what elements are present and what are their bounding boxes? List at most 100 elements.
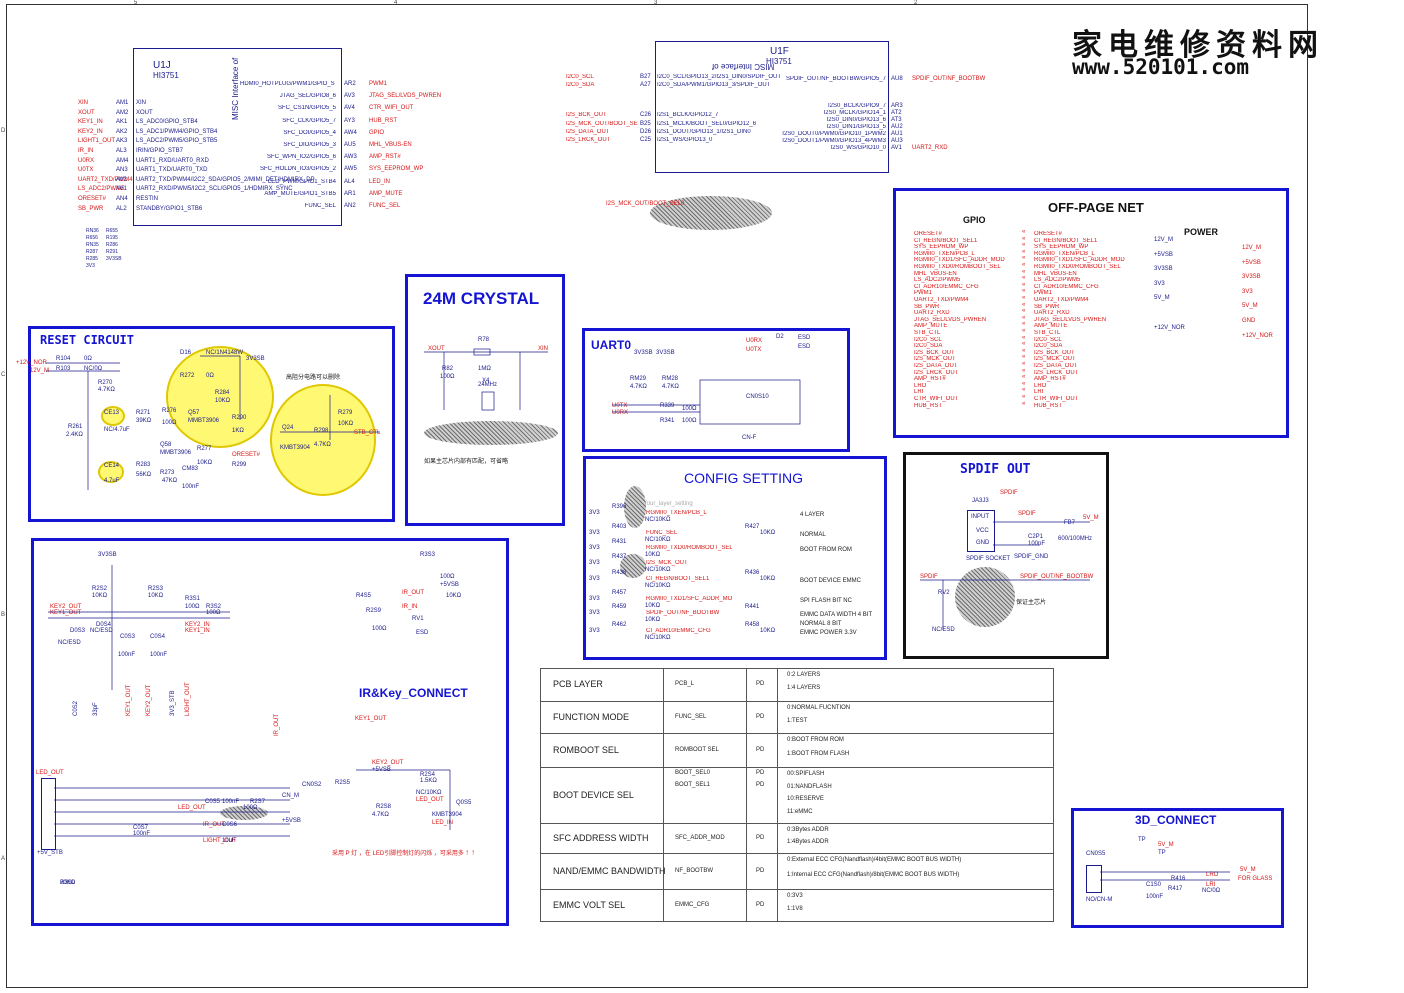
u1j-right-net: FUNC_SEL [369, 203, 401, 209]
offpage-gpio-left: RGMII0_TXD0/ROMBOOT_SEL [914, 264, 1001, 270]
u1j-left-num: AN4 [116, 196, 128, 202]
reset-label: +12V_NOR [16, 360, 47, 366]
spdif-label: 600/100MHz [1058, 536, 1093, 542]
u1f-right-num: AU8 [891, 76, 903, 82]
u1f-right-fn: SPDIF_OUT/NF_BOOTBW/GPIO5_7 [785, 76, 886, 82]
offpage-gpio-left: I2S_DATA_OUT [914, 363, 958, 369]
uart-label: R341 [660, 418, 675, 424]
u1f-right-fn: I2S0_MCLK/GPIO14_1 [823, 110, 886, 116]
spdif-label: C2P1 [1028, 534, 1044, 540]
u1j-resistor: R285 [86, 256, 98, 262]
ircon-label: +5VSB [282, 818, 301, 824]
uart-label: CN0S10 [746, 394, 769, 400]
reset-label: 0Ω [84, 356, 92, 362]
ircon-label: C0S4 [150, 634, 166, 640]
crystal-scribble [424, 421, 558, 445]
offpage-power-title: POWER [1184, 227, 1219, 237]
table-row-option: 1:Internal ECC CFG(Nandflash)/8bit(EMMC … [787, 872, 960, 878]
reset-panel [28, 326, 395, 522]
table-row-name: NAND/EMMC BANDWIDTH [553, 866, 666, 876]
config-row-voltage: 3V3 [589, 530, 600, 536]
u1j-right-num: AW4 [344, 129, 357, 136]
offpage-gpio-left: I2S_MCK_OUT [914, 356, 956, 363]
ircon-label: D0S4 [96, 622, 112, 628]
u1f-right-num: AT2 [891, 110, 902, 116]
offpage-gpio-right: CTR_WIFI_OUT [1034, 396, 1079, 402]
config-row-ref: R438 [612, 570, 627, 576]
table-row-option: 00:SPIFLASH [787, 771, 825, 777]
ruler-side-a: A [1, 856, 6, 862]
offpage-gpio-right: RGMII0_TXD1/SFC_ADDR_MOD [1034, 257, 1125, 264]
u1f-right-num: AT3 [891, 117, 902, 123]
offpage-gpio-left: CI_REGN/BOOT_SEL1 [914, 237, 978, 244]
u1j-resistor: R195 [106, 235, 118, 241]
table-row-pd: PD [756, 782, 765, 788]
spdif-label: JA3J3 [972, 498, 989, 504]
spdif-label: INPUT [971, 514, 989, 520]
u1j-ref: U1J [153, 60, 171, 71]
spdif-label: GND [976, 540, 990, 546]
table-row-option: 0:BOOT FROM ROM [787, 737, 844, 743]
c3d-panel [1071, 808, 1284, 928]
offpage-power-left: 12V_M [1154, 237, 1174, 243]
uart-label: CN-F [742, 435, 757, 441]
offpage-gpio-arrow: « [1022, 229, 1026, 235]
spdif-label: SPDIF SOCKET [966, 556, 1011, 562]
config-row-ref: R431 [612, 539, 627, 545]
config-row-value: 10KΩ [645, 603, 661, 609]
u1f-right-fn: I2S0_WS/GPIO10_0 [830, 145, 886, 151]
u1f-left-num: A27 [640, 82, 651, 89]
offpage-gpio-right: LRO [1034, 382, 1047, 389]
offpage-gpio-right: UART2_RXD [1034, 310, 1070, 317]
offpage-gpio-arrow: « [1022, 328, 1026, 334]
offpage-gpio-right: RGMII0_TXD0/ROMBOOT_SEL [1034, 264, 1121, 270]
ircon-label: RV1 [412, 616, 424, 622]
table-row-name: PCB LAYER [553, 679, 603, 689]
reset-label: R298 [314, 428, 329, 434]
ircon-label: KEY1_OUT [355, 716, 387, 722]
table-row-signal: BOOT_SEL0 [675, 770, 711, 776]
ircon-label: NC/ESD [58, 640, 81, 646]
reset-label: 10KΩ [197, 460, 213, 466]
reset-label: 1KΩ [232, 428, 244, 434]
reset-label: CE14 [104, 463, 120, 469]
crystal-label: R82 [442, 366, 454, 372]
reset-highlight-4 [98, 461, 124, 483]
u1j-right-net: CTR_WIFI_OUT [369, 105, 414, 112]
u1f-left-fn: I2C0_SDA/PWM1/GPIO13_3/SPDIF_OUT [657, 82, 771, 89]
u1j-left-net: KEY1_IN [78, 119, 103, 126]
offpage-power-right: +12V_NOR [1242, 332, 1273, 339]
spdif-title: SPDIF OUT [960, 462, 1031, 477]
u1j-left-fn: XIN [136, 100, 147, 106]
offpage-gpio-left: AMP_MUTE [914, 323, 948, 330]
reset-label: R283 [136, 462, 151, 468]
ircon-label: LED_OUT [178, 805, 206, 811]
ircon-label: R2S3 [148, 586, 164, 592]
u1f-left-num: C26 [640, 112, 652, 119]
ircon-label: R3S2 [206, 604, 222, 610]
u1j-right-fn: SFC_DOI/GPIO5_4 [283, 129, 336, 136]
u1j-right-num: AR2 [344, 81, 356, 87]
offpage-gpio-arrow: « [1022, 341, 1026, 348]
u1f-right-fn: I2S0_DIN0/GPIO13_6 [826, 117, 886, 123]
ruler-top-3: 3 [654, 0, 658, 6]
u1j-right-net: LED_IN [369, 178, 391, 185]
offpage-gpio-arrow: « [1022, 295, 1026, 301]
u1j-left-net: IR_IN [78, 148, 94, 154]
u1j-left-fn: XOUT [136, 109, 153, 116]
u1j-left-num: AV1 [116, 186, 127, 193]
offpage-gpio-title: GPIO [963, 215, 986, 225]
offpage-power-right: 3V3SB [1242, 274, 1261, 281]
c3d-label: 5V_M [1240, 867, 1256, 873]
reset-label: 4.7KΩ [98, 387, 115, 393]
config-row-ref2: R458 [745, 622, 760, 628]
u1j-left-net: KEY2_IN [78, 128, 103, 135]
reset-label: 12V_M [30, 368, 50, 374]
ircon-label: LED_IN [432, 820, 454, 826]
u1j-right-net: JTAG_SEL/LVDS_PWREN [369, 93, 442, 100]
u1j-left-num: AL3 [116, 148, 127, 154]
ircon-label: 1.5KΩ [420, 778, 437, 784]
table-row-name: SFC ADDRESS WIDTH [553, 833, 649, 843]
config-row-ref: R396 [612, 504, 627, 510]
config-scribble-1 [624, 486, 646, 528]
